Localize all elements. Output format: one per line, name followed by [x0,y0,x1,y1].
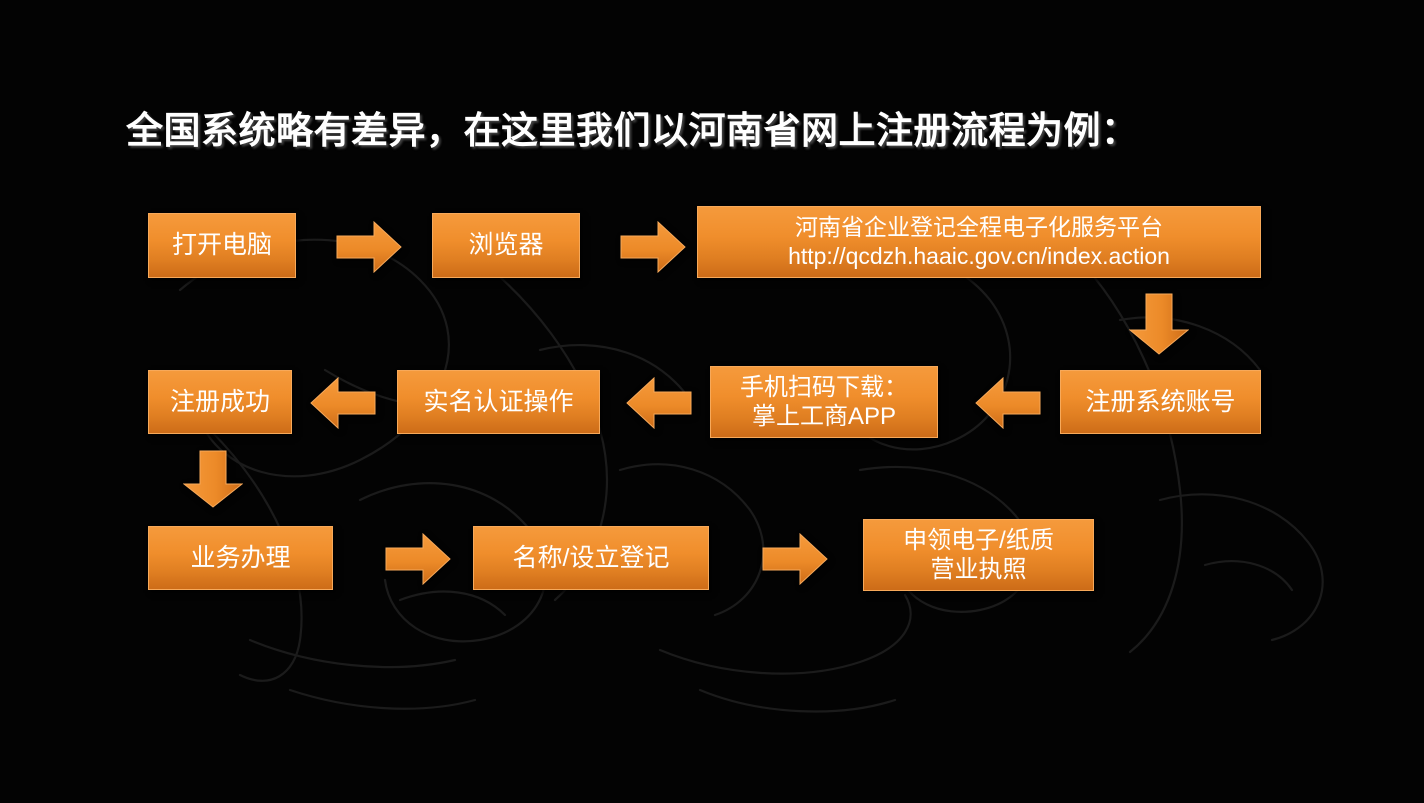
arrow-success-to-business [183,450,243,508]
arrow-platform-to-account [1129,293,1189,355]
arrow-scan-to-auth [626,377,692,429]
platform-name-label: 河南省企业登记全程电子化服务平台 [795,213,1163,240]
flow-node-name-setup-reg[interactable]: 名称/设立登记 [473,526,709,590]
flow-node-label: 业务办理 [190,543,291,572]
flow-node-real-name-auth[interactable]: 实名认证操作 [397,370,600,434]
flow-node-label: 名称/设立登记 [512,543,670,572]
arrow-name-to-license [762,533,828,585]
arrow-business-to-name [385,533,451,585]
flow-node-open-computer[interactable]: 打开电脑 [148,213,296,278]
flow-node-register-account[interactable]: 注册系统账号 [1060,370,1261,434]
flow-node-scan-download[interactable]: 手机扫码下载： 掌上工商APP [710,366,938,438]
arrow-account-to-scan [975,377,1041,429]
arrow-open-to-browser [336,221,402,273]
apply-license-line1: 申领电子/纸质 [903,526,1054,554]
scan-download-line1: 手机扫码下载： [740,373,908,401]
flow-node-label: 浏览器 [468,231,544,260]
scan-download-line2: 掌上工商APP [751,403,897,430]
flow-node-label: 打开电脑 [171,231,272,260]
arrow-auth-to-success [310,377,376,429]
flow-node-label: 实名认证操作 [423,387,574,416]
apply-license-line2: 营业执照 [930,556,1027,583]
platform-url-label: http://qcdzh.haaic.gov.cn/index.action [788,243,1170,269]
flow-node-label: 注册成功 [169,387,270,416]
flow-node-platform-url[interactable]: 河南省企业登记全程电子化服务平台 http://qcdzh.haaic.gov.… [697,206,1261,278]
flow-node-label: 注册系统账号 [1085,387,1236,416]
flow-node-apply-license[interactable]: 申领电子/纸质 营业执照 [863,519,1094,591]
arrow-browser-to-platform [620,221,686,273]
flow-node-register-success[interactable]: 注册成功 [148,370,292,434]
page-title: 全国系统略有差异，在这里我们以河南省网上注册流程为例： [126,110,1139,151]
flow-node-browser[interactable]: 浏览器 [432,213,580,278]
flow-node-business-handle[interactable]: 业务办理 [148,526,333,590]
